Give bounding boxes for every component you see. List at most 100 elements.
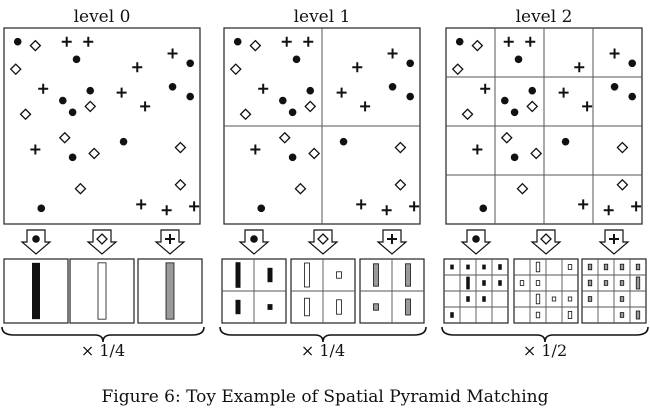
level-2-circle-feature — [455, 37, 464, 46]
histogram-bar — [603, 263, 609, 271]
level-2-diamond-feature — [461, 108, 474, 121]
level-2-circle-histogram — [443, 258, 509, 324]
histogram-bar — [304, 297, 310, 317]
level-2-plus-feature — [558, 87, 569, 98]
histogram-bar — [551, 296, 557, 302]
level-1-circle-feature — [288, 153, 297, 162]
level-2-plus-feature — [631, 201, 642, 212]
level-1-scale-label: × 1/4 — [301, 341, 345, 360]
level-0-circle-feature — [186, 59, 194, 68]
level-0-diamond-feature — [58, 131, 71, 144]
histogram-bar — [535, 293, 541, 305]
level-0-plus-feature — [140, 101, 151, 112]
level-2-diamond-feature — [516, 182, 529, 195]
level-1-circle-feature — [406, 59, 415, 68]
level-2-plus-feature — [480, 83, 491, 94]
level-2-plus-feature — [574, 62, 585, 73]
histogram-bar — [336, 299, 342, 315]
level-1-diamond-feature — [294, 182, 307, 195]
level-0-circle-feature — [86, 86, 95, 95]
level-1-title: level 1 — [294, 7, 351, 27]
histogram-bar — [482, 280, 486, 286]
histogram-bar — [405, 263, 411, 287]
histogram-bar — [235, 262, 241, 288]
level-1-diamond-arrow — [307, 229, 339, 255]
histogram-bar — [635, 263, 641, 271]
level-0-group: level 0 × 1/4 — [1, 7, 205, 360]
level-0-diamond-feature — [174, 178, 187, 191]
level-0-plus-feature — [167, 48, 178, 59]
level-1-circle-feature — [388, 83, 397, 91]
level-1-diamond-feature — [239, 108, 252, 121]
level-0-circle-feature — [168, 83, 177, 91]
level-0-plus-arrow-glyph — [165, 234, 175, 244]
level-1-diamond-feature — [394, 178, 407, 191]
level-1-circle-feature — [233, 37, 242, 46]
level-1-circle-feature — [292, 55, 301, 64]
level-1-diamond-feature — [229, 63, 242, 76]
level-1-plus-feature — [303, 36, 314, 47]
level-0-circle-feature — [13, 37, 22, 46]
level-0-plus-feature — [161, 205, 172, 216]
level-2-circle-feature — [628, 59, 636, 68]
level-0-plus-feature — [38, 83, 49, 94]
level-0-plus-feature — [61, 36, 72, 47]
level-0-diamond-arrow-glyph — [96, 233, 108, 245]
level-1-circle-feature — [257, 204, 266, 213]
level-0-diamond-feature — [9, 63, 22, 76]
histogram-bar — [619, 280, 625, 286]
level-1-circle-arrow-glyph — [250, 235, 258, 243]
level-0-diamond-feature — [29, 39, 42, 52]
level-2-scale-label: × 1/2 — [523, 341, 567, 360]
level-0-circle-histogram — [3, 258, 69, 324]
level-1-circle-feature — [339, 137, 348, 146]
histogram-bar — [567, 310, 573, 319]
level-2-circle-arrow — [460, 229, 492, 255]
level-0-brace — [1, 326, 205, 343]
level-2-plus-feature — [525, 36, 536, 47]
level-1-plus-feature — [352, 62, 363, 73]
level-1-plus-feature — [356, 199, 367, 210]
level-2-diamond-feature — [471, 39, 484, 52]
level-0-diamond-histogram — [69, 258, 135, 324]
level-1-circle-feature — [306, 86, 315, 95]
histogram-bar — [619, 263, 625, 271]
level-0-circle-feature — [186, 92, 194, 101]
level-1-plus-histogram — [359, 258, 425, 324]
level-0-diamond-feature — [84, 100, 97, 113]
level-2-diamond-feature — [530, 147, 543, 160]
histogram-bar — [587, 279, 593, 287]
level-0-scale-label: × 1/4 — [81, 341, 125, 360]
level-0-panel — [3, 27, 201, 225]
level-2-diamond-feature — [500, 131, 513, 144]
level-1-plus-feature — [360, 101, 371, 112]
histogram-bar — [267, 267, 273, 283]
histogram-bar — [587, 263, 593, 271]
level-2-plus-feature — [472, 144, 483, 155]
level-1-plus-feature — [281, 36, 292, 47]
level-0-circle-feature — [37, 204, 46, 213]
level-2-plus-feature — [609, 48, 620, 59]
histogram-bar — [235, 299, 241, 315]
level-1-diamond-feature — [394, 141, 407, 154]
level-2-plus-feature — [603, 205, 614, 216]
level-2-diamond-feature — [451, 63, 464, 76]
level-0-title: level 0 — [74, 7, 131, 27]
level-1-circle-arrow — [238, 229, 270, 255]
level-2-plus-feature — [582, 101, 593, 112]
level-1-group: level 1 × 1/4 — [219, 7, 427, 360]
level-1-plus-arrow — [376, 229, 408, 255]
figure-caption: Figure 6: Toy Example of Spatial Pyramid… — [102, 387, 549, 407]
histogram-bar — [619, 296, 625, 302]
level-0-circle-arrow — [20, 229, 52, 255]
level-2-circle-feature — [561, 137, 570, 146]
level-0-diamond-feature — [88, 147, 101, 160]
level-2-plus-feature — [578, 199, 589, 210]
level-0-plus-feature — [132, 62, 143, 73]
level-0-circle-feature — [68, 108, 77, 117]
histogram-bar — [535, 311, 541, 319]
level-1-circle-feature — [406, 92, 415, 101]
level-0-plus-feature — [83, 36, 94, 47]
level-0-circle-arrow-glyph — [32, 235, 40, 243]
